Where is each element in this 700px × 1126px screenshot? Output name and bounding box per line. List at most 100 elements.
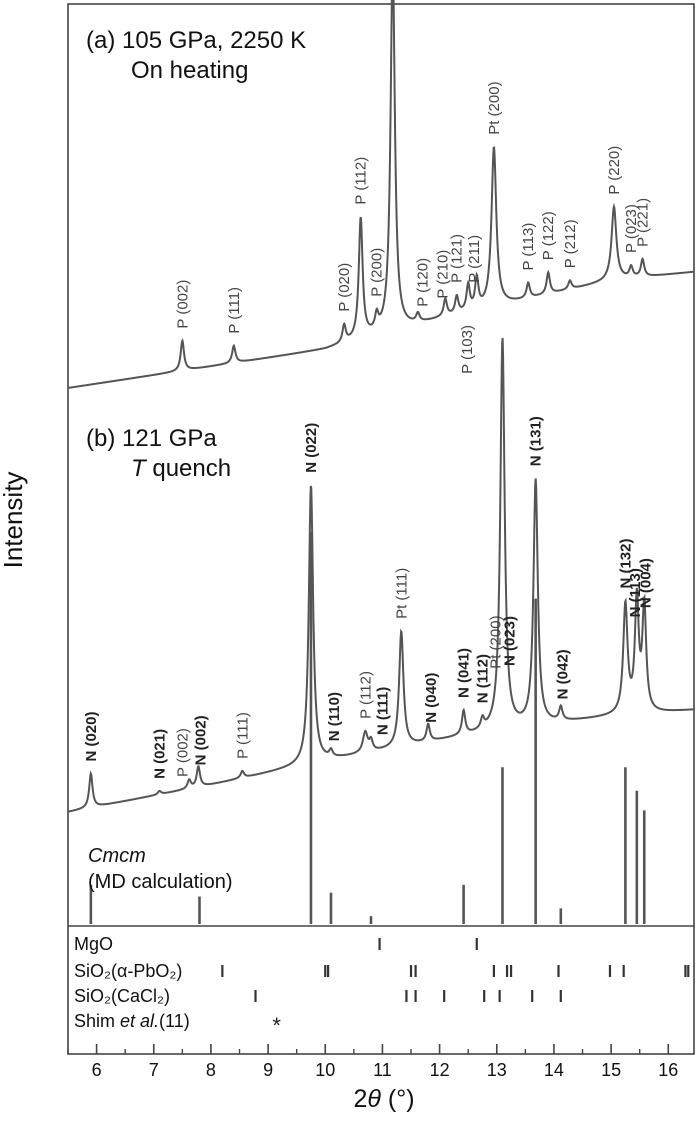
panel-title-layer: (a) 105 GPa, 2250 K On heating (b) 121 GPa… [86, 27, 306, 893]
cmcm-subtitle: (MD calculation) [88, 871, 232, 893]
peak-label-a: P (112) [353, 157, 370, 205]
peak-label-b: N (002) [193, 715, 210, 765]
peak-label-b: P (002) [174, 728, 191, 777]
peak-label-b: N (132) [617, 539, 634, 589]
peak-label-a: P (103) [459, 325, 476, 374]
reference-label-part: et al. [120, 1011, 159, 1031]
peak-label-text: N (020) [83, 712, 100, 762]
panel-b-subtitle-rest: quench [146, 455, 231, 482]
plot-frame [67, 3, 695, 1055]
x-tick-label: 8 [206, 1060, 216, 1080]
reference-label: MgO [74, 934, 113, 954]
peak-label-text: P (121) [449, 234, 466, 283]
peak-label-text: P (111) [226, 287, 243, 334]
x-tick-label: 16 [658, 1060, 678, 1080]
peak-label-text: N (131) [528, 416, 545, 466]
panel-a-title: (a) 105 GPa, 2250 K [86, 27, 306, 54]
peak-label-text: P (023) [623, 204, 640, 253]
peak-label-text: P (112) [353, 157, 370, 205]
peak-label-text: N (113) [627, 568, 644, 617]
peak-label-a: Pt (200) [486, 81, 503, 134]
peak-label-a: P (212) [562, 219, 579, 268]
trace-layer [67, 0, 695, 924]
peak-label-text: N (023) [501, 616, 518, 666]
x-tick-label: 11 [373, 1060, 392, 1080]
peak-label-a: P (111) [226, 287, 243, 334]
peak-label-layer: P (002) P (111) P (020) P (112) P (200) Pt (1… [83, 81, 655, 779]
peak-label-text: N (040) [423, 673, 440, 723]
peak-label-text: P (212) [562, 219, 579, 268]
x-tick-label: 13 [487, 1060, 507, 1080]
peak-label-text: P (200) [369, 248, 386, 297]
peak-label-text: N (042) [555, 649, 572, 699]
peak-label-text: P (020) [336, 263, 353, 312]
peak-label-text: P (002) [174, 728, 191, 777]
peak-label-a: P (200) [369, 248, 386, 297]
peak-label-text: P (002) [174, 280, 191, 329]
peak-label-a: P (221) [635, 198, 652, 247]
peak-label-b: P (111) [234, 712, 251, 759]
x-tick-label: 15 [601, 1060, 621, 1080]
peak-label-a: P (121) [449, 234, 466, 283]
x-tick-label: 6 [92, 1060, 102, 1080]
peak-label-b: N (112) [474, 654, 491, 703]
peak-label-text: P (113) [520, 223, 537, 271]
peak-label-text: P (103) [459, 325, 476, 374]
x-tick-label: 7 [149, 1060, 159, 1080]
reference-label: SiO₂(CaCl₂) [74, 986, 170, 1006]
pattern-trace-b [67, 337, 695, 813]
peak-label-a: P (122) [540, 211, 557, 260]
panel-a-subtitle: On heating [131, 57, 248, 84]
peak-label-text: N (110) [326, 692, 343, 741]
peak-label-a: P (020) [336, 263, 353, 312]
peak-label-b: Pt (111) [393, 568, 410, 619]
peak-label-text: P (112) [357, 671, 374, 719]
peak-label-a: P (120) [414, 258, 431, 307]
peak-label-b: N (021) [151, 729, 168, 779]
reference-label-part: (11) [159, 1011, 190, 1031]
peak-label-text: N (132) [617, 539, 634, 589]
reference-layer: MgO SiO₂(α-PbO₂) SiO₂(CaCl₂) Shim et al.(11… [74, 934, 690, 1038]
peak-label-b: N (110) [326, 692, 343, 741]
cmcm-title: Cmcm [88, 845, 146, 867]
panel-b-subtitle-italic: T [131, 455, 148, 482]
peak-label-text: P (120) [414, 258, 431, 307]
peak-label-text: N (002) [193, 715, 210, 765]
reference-star: * [272, 1013, 281, 1038]
peak-label-b: N (022) [303, 423, 320, 473]
reference-label: SiO₂(α-PbO₂) [74, 961, 182, 981]
peak-label-a: P (023) [623, 204, 640, 253]
peak-label-b: Pt (200) [488, 615, 505, 668]
x-axis-label: 2θ (°) [353, 1085, 414, 1113]
peak-label-b: P (112) [357, 671, 374, 719]
peak-label-b: N (023) [501, 616, 518, 666]
peak-label-text: Pt (200) [486, 81, 503, 134]
peak-label-text: N (041) [456, 648, 473, 698]
peak-label-a: P (220) [606, 146, 623, 195]
peak-label-text: N (021) [151, 729, 168, 779]
pattern-trace-a [67, 0, 695, 389]
peak-label-text: Pt (200) [488, 615, 505, 668]
x-tick-label: 9 [263, 1060, 273, 1080]
peak-label-text: P (220) [606, 146, 623, 195]
reference-label: Shim et al.(11) [74, 1011, 190, 1031]
panel-b-title: (b) 121 GPa [86, 425, 217, 452]
peak-label-b: N (004) [637, 558, 654, 608]
peak-label-b: N (042) [555, 649, 572, 699]
x-tick-label: 14 [544, 1060, 564, 1080]
peak-label-text: P (122) [540, 211, 557, 260]
peak-label-text: P (111) [234, 712, 251, 759]
peak-label-text: N (111) [374, 687, 391, 735]
peak-label-b: N (020) [83, 712, 100, 762]
x-tick-label: 10 [315, 1060, 335, 1080]
panel-b-subtitle: T quench [131, 455, 231, 482]
peak-label-text: Pt (111) [393, 568, 410, 619]
y-axis-label: Intensity [0, 472, 28, 569]
peak-label-b: N (113) [627, 568, 644, 617]
reference-label-part: Shim [74, 1011, 120, 1031]
peak-label-b: N (111) [374, 687, 391, 735]
peak-label-a: P (211) [466, 235, 483, 283]
peak-label-a: P (113) [520, 223, 537, 271]
